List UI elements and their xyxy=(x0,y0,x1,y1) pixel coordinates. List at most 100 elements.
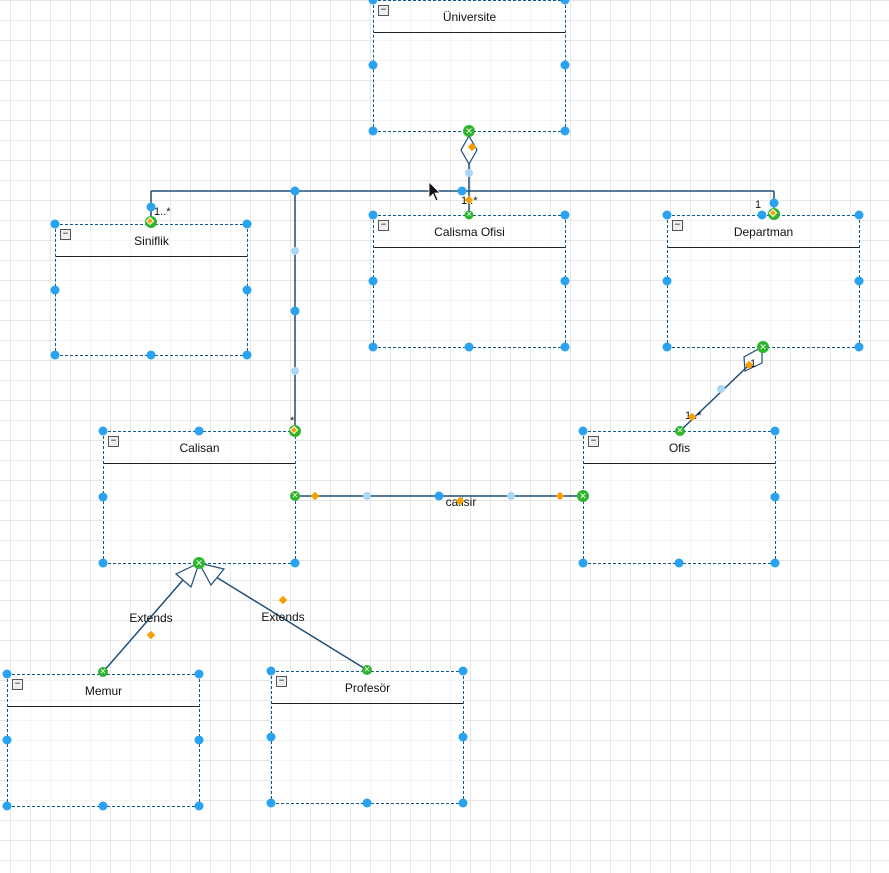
resize-handle[interactable] xyxy=(194,801,204,811)
resize-handle[interactable] xyxy=(98,558,108,568)
edge-waypoint-handle[interactable] xyxy=(290,306,300,316)
resize-handle[interactable] xyxy=(662,276,672,286)
resize-handle[interactable] xyxy=(146,350,156,360)
generalization-arrow-profesor[interactable] xyxy=(197,562,226,587)
resize-handle[interactable] xyxy=(770,558,780,568)
resize-handle[interactable] xyxy=(458,798,468,808)
resize-handle[interactable] xyxy=(368,342,378,352)
resize-handle[interactable] xyxy=(368,276,378,286)
resize-handle[interactable] xyxy=(769,198,779,208)
edge-waypoint-handle[interactable] xyxy=(507,492,515,500)
connection-point-icon[interactable]: ✕ xyxy=(464,210,474,220)
resize-handle[interactable] xyxy=(674,558,684,568)
resize-handle[interactable] xyxy=(368,126,378,136)
resize-handle[interactable] xyxy=(290,558,300,568)
collapse-icon[interactable]: − xyxy=(276,676,287,687)
edge-waypoint-handle[interactable] xyxy=(457,186,467,196)
edge-waypoint-handle[interactable] xyxy=(434,491,444,501)
connection-point-icon[interactable]: ✕ xyxy=(362,665,372,675)
collapse-icon[interactable]: − xyxy=(378,220,389,231)
edge-waypoint-handle[interactable] xyxy=(291,247,299,255)
resize-handle[interactable] xyxy=(757,210,767,220)
resize-handle[interactable] xyxy=(560,60,570,70)
resize-handle[interactable] xyxy=(146,202,156,212)
resize-handle[interactable] xyxy=(368,0,378,5)
edge-waypoint-handle[interactable] xyxy=(290,186,300,196)
connection-point-icon[interactable]: ✕ xyxy=(193,557,205,569)
resize-handle[interactable] xyxy=(368,60,378,70)
class-profesor[interactable]: − Profesör xyxy=(271,671,464,804)
resize-handle[interactable] xyxy=(578,426,588,436)
resize-handle[interactable] xyxy=(194,669,204,679)
resize-handle[interactable] xyxy=(464,342,474,352)
edge-label-extends-memur[interactable]: Extends xyxy=(129,611,173,625)
resize-handle[interactable] xyxy=(854,342,864,352)
resize-handle[interactable] xyxy=(2,801,12,811)
resize-handle[interactable] xyxy=(368,210,378,220)
collapse-icon[interactable]: − xyxy=(108,436,119,447)
resize-handle[interactable] xyxy=(560,276,570,286)
resize-handle[interactable] xyxy=(560,126,570,136)
class-calisma-ofisi[interactable]: − Calisma Ofisi xyxy=(373,215,566,348)
collapse-icon[interactable]: − xyxy=(12,679,23,690)
endpoint-marker-icon[interactable] xyxy=(145,216,157,228)
connection-point-icon[interactable]: ✕ xyxy=(290,491,300,501)
resize-handle[interactable] xyxy=(50,350,60,360)
resize-handle[interactable] xyxy=(242,350,252,360)
aggregation-diamond-universite[interactable] xyxy=(460,134,478,166)
collapse-icon[interactable]: − xyxy=(588,436,599,447)
collapse-icon[interactable]: − xyxy=(60,229,71,240)
resize-handle[interactable] xyxy=(362,798,372,808)
resize-handle[interactable] xyxy=(98,426,108,436)
edge-waypoint-handle[interactable] xyxy=(717,385,725,393)
resize-handle[interactable] xyxy=(266,798,276,808)
edge-label-extends-profesor[interactable]: Extends xyxy=(261,610,305,624)
resize-handle[interactable] xyxy=(242,219,252,229)
connection-point-icon[interactable]: ✕ xyxy=(577,490,589,502)
collapse-icon[interactable]: − xyxy=(672,220,683,231)
resize-handle[interactable] xyxy=(50,219,60,229)
edge-profesor-calisan[interactable] xyxy=(215,576,368,671)
resize-handle[interactable] xyxy=(854,210,864,220)
resize-handle[interactable] xyxy=(266,666,276,676)
resize-handle[interactable] xyxy=(770,492,780,502)
resize-handle[interactable] xyxy=(560,0,570,5)
class-ofis[interactable]: − Ofis xyxy=(583,431,776,564)
edge-waypoint-handle[interactable] xyxy=(363,492,371,500)
class-calisan[interactable]: − Calisan xyxy=(103,431,296,564)
resize-handle[interactable] xyxy=(560,342,570,352)
resize-handle[interactable] xyxy=(98,801,108,811)
resize-handle[interactable] xyxy=(194,426,204,436)
resize-handle[interactable] xyxy=(770,426,780,436)
resize-handle[interactable] xyxy=(2,669,12,679)
resize-handle[interactable] xyxy=(50,285,60,295)
connection-point-icon[interactable]: ✕ xyxy=(98,667,108,677)
collapse-icon[interactable]: − xyxy=(378,5,389,16)
resize-handle[interactable] xyxy=(194,735,204,745)
resize-handle[interactable] xyxy=(242,285,252,295)
resize-handle[interactable] xyxy=(578,558,588,568)
connection-point-icon[interactable]: ✕ xyxy=(675,426,685,436)
resize-handle[interactable] xyxy=(662,342,672,352)
resize-handle[interactable] xyxy=(458,732,468,742)
resize-handle[interactable] xyxy=(854,276,864,286)
edge-waypoint-handle[interactable] xyxy=(291,367,299,375)
class-siniflik[interactable]: − Siniflik xyxy=(55,224,248,356)
class-memur[interactable]: − Memur xyxy=(7,674,200,807)
connection-point-icon[interactable]: ✕ xyxy=(463,125,475,137)
edge-waypoint-handle[interactable] xyxy=(465,169,473,177)
generalization-arrow-memur[interactable] xyxy=(174,561,201,589)
endpoint-marker-icon[interactable] xyxy=(289,425,301,437)
resize-handle[interactable] xyxy=(560,210,570,220)
resize-handle[interactable] xyxy=(98,492,108,502)
class-universite[interactable]: − Üniversite xyxy=(373,0,566,132)
resize-handle[interactable] xyxy=(662,210,672,220)
edge-memur-calisan[interactable] xyxy=(102,579,184,673)
connection-point-icon[interactable]: ✕ xyxy=(757,341,769,353)
resize-handle[interactable] xyxy=(266,732,276,742)
resize-handle[interactable] xyxy=(2,735,12,745)
endpoint-marker-icon[interactable] xyxy=(768,208,780,220)
resize-handle[interactable] xyxy=(458,666,468,676)
class-departman[interactable]: − Departman xyxy=(667,215,860,348)
